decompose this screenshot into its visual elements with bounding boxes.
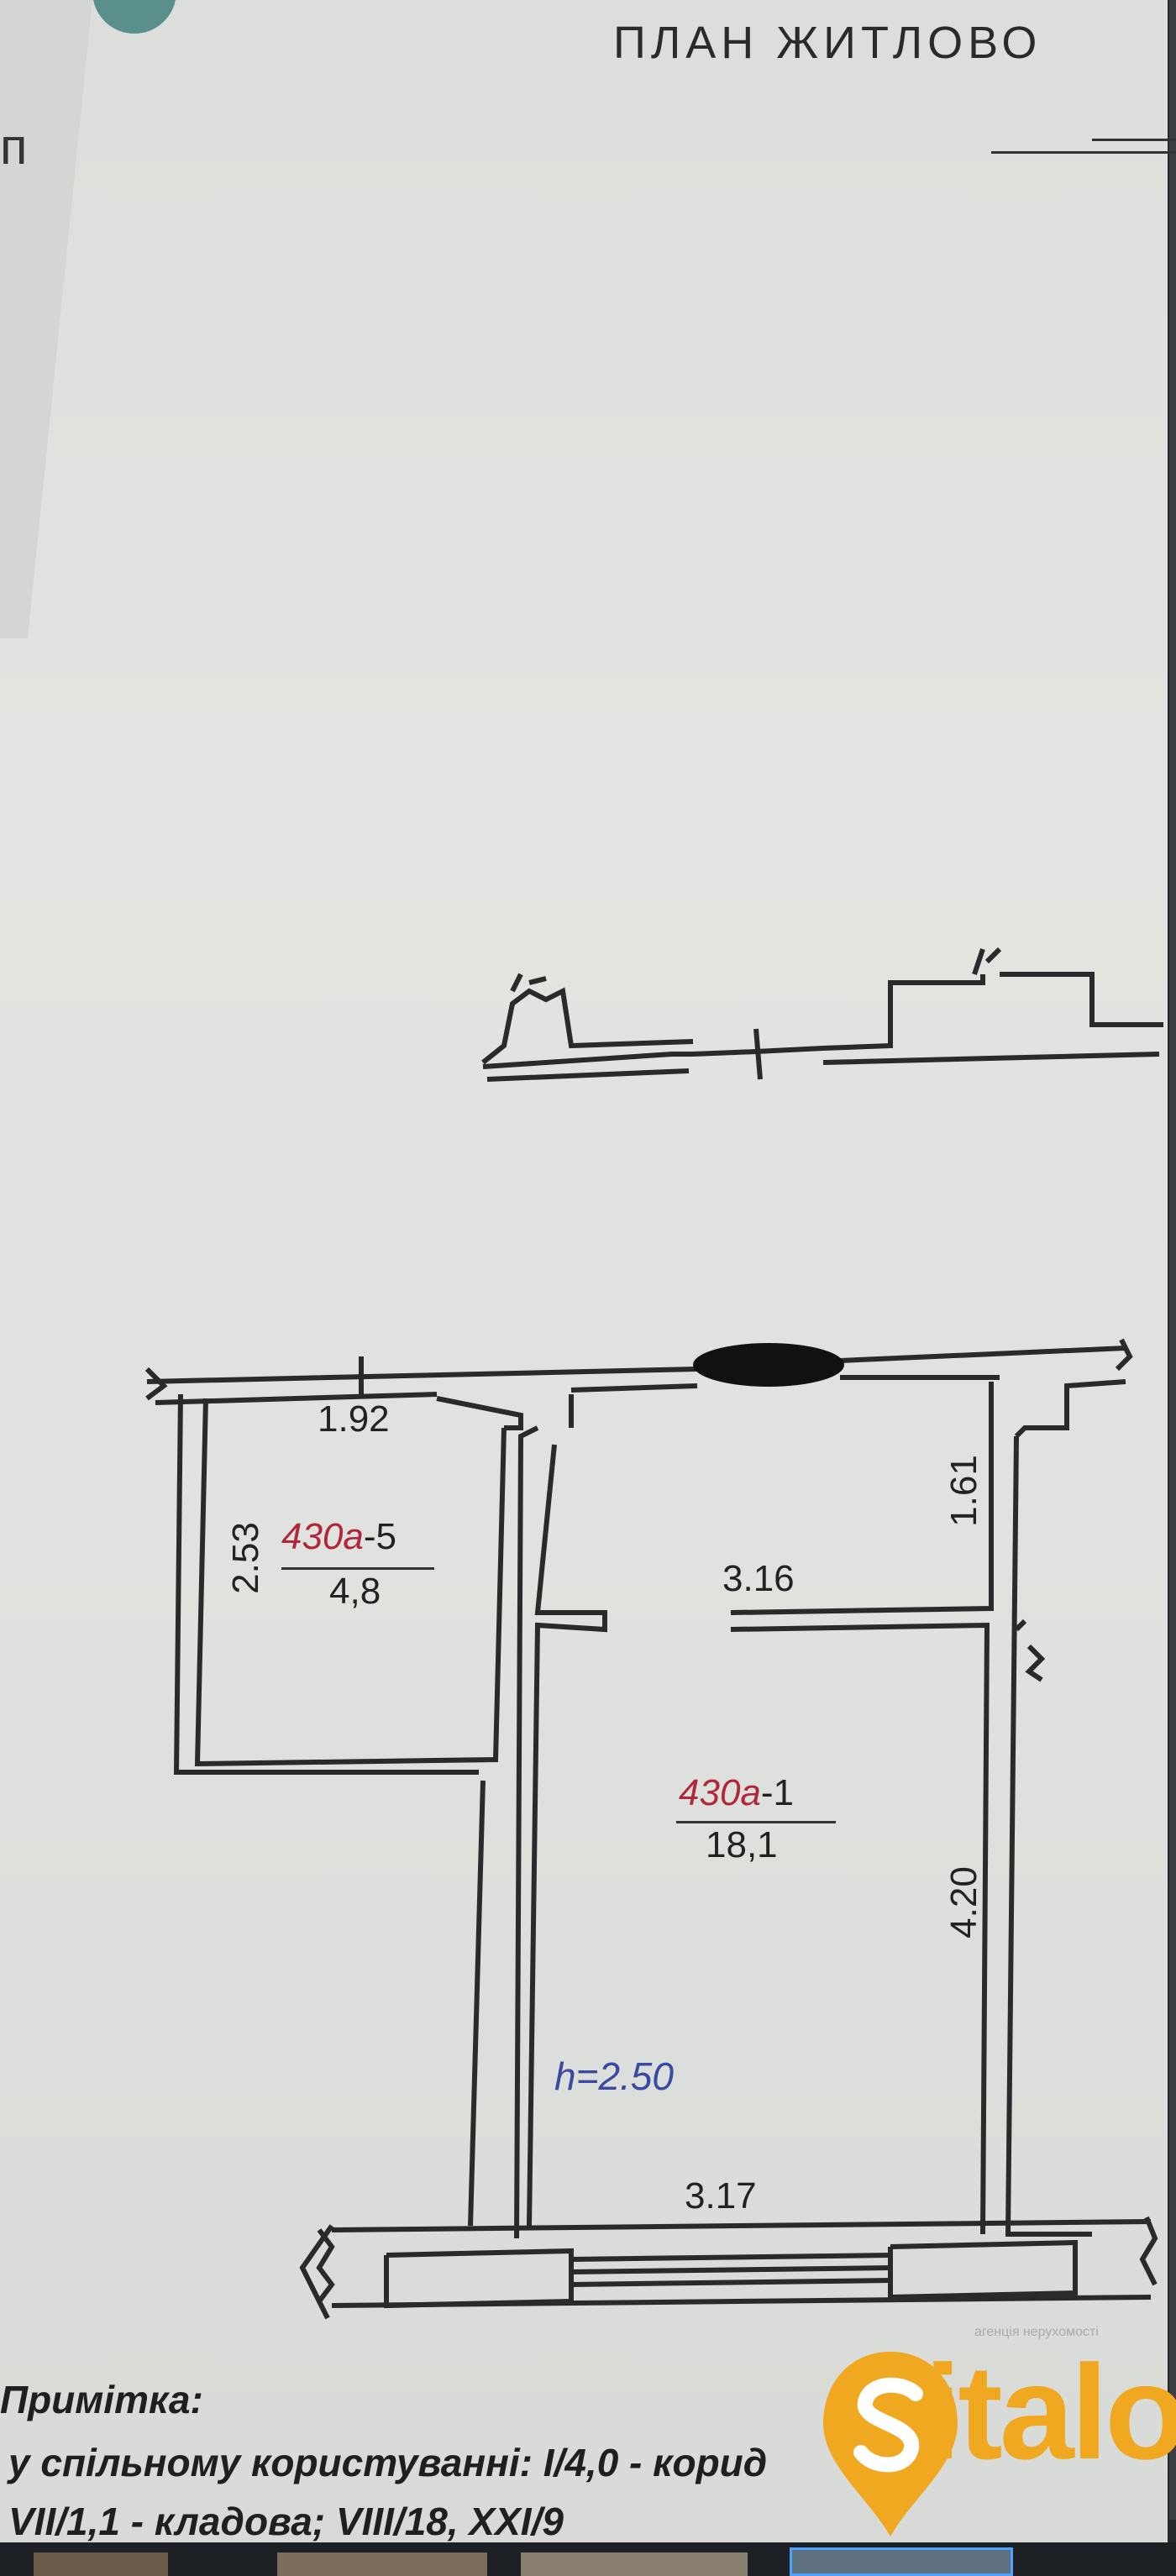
room1-area: 18,1 (706, 1824, 778, 1865)
document-title: ПЛАН ЖИТЛОВО (613, 18, 1042, 68)
note-title: Примітка: (0, 2378, 203, 2421)
thumbnail[interactable] (521, 2552, 748, 2576)
location-pin-icon (823, 2352, 958, 2537)
room5-id-suffix: -5 (363, 1516, 397, 1557)
title-rule (991, 151, 1176, 154)
dim-corridor-height: 1.61 (942, 1455, 984, 1527)
room1-divider (676, 1821, 836, 1823)
room1-id: 430a-1 (679, 1772, 794, 1814)
room1-id-suffix: -1 (760, 1772, 795, 1813)
bottom-wall (331, 2219, 1152, 2232)
room5-divider (281, 1567, 434, 1570)
room1-id-prefix: 430a (679, 1772, 761, 1813)
top-wall (146, 1346, 1126, 1384)
window-right (888, 2239, 1078, 2301)
note-line-2: VII/1,1 - кладова; VIII/18, XXI/9 (8, 2500, 564, 2543)
room5-id: 430a-5 (281, 1516, 396, 1558)
title-rule-2 (1092, 139, 1176, 141)
right-edge (1169, 0, 1176, 2520)
logo-wordmark: italo (924, 2337, 1176, 2487)
edge-letter: п (0, 118, 28, 175)
ceiling-height: h=2.50 (554, 2054, 674, 2098)
corridor-left-wall (514, 1425, 539, 2239)
thumbnail[interactable] (277, 2552, 487, 2576)
room5-area: 4,8 (329, 1571, 381, 1612)
thumbnail-selected[interactable] (790, 2547, 1013, 2576)
logo-tagline: агенція нерухомості (974, 2325, 1099, 2339)
note-line-1: у спільному користуванні: I/4,0 - корид (8, 2441, 768, 2484)
thumbnail[interactable] (34, 2552, 168, 2576)
dim-room5-width: 1.92 (318, 1398, 390, 1440)
window-left (384, 2248, 574, 2309)
dim-room1-height: 4.20 (942, 1866, 984, 1939)
facade-outline-upper (482, 972, 1163, 1069)
dim-corridor-width: 3.16 (722, 1558, 795, 1599)
floor-plan (146, 972, 1163, 2309)
room5-id-prefix: 430a (281, 1516, 364, 1557)
dim-room1-width: 3.17 (685, 2175, 757, 2217)
dim-room5-height: 2.53 (224, 1522, 266, 1594)
corridor-wall (730, 1382, 994, 1615)
room5-outline (194, 1398, 507, 1767)
